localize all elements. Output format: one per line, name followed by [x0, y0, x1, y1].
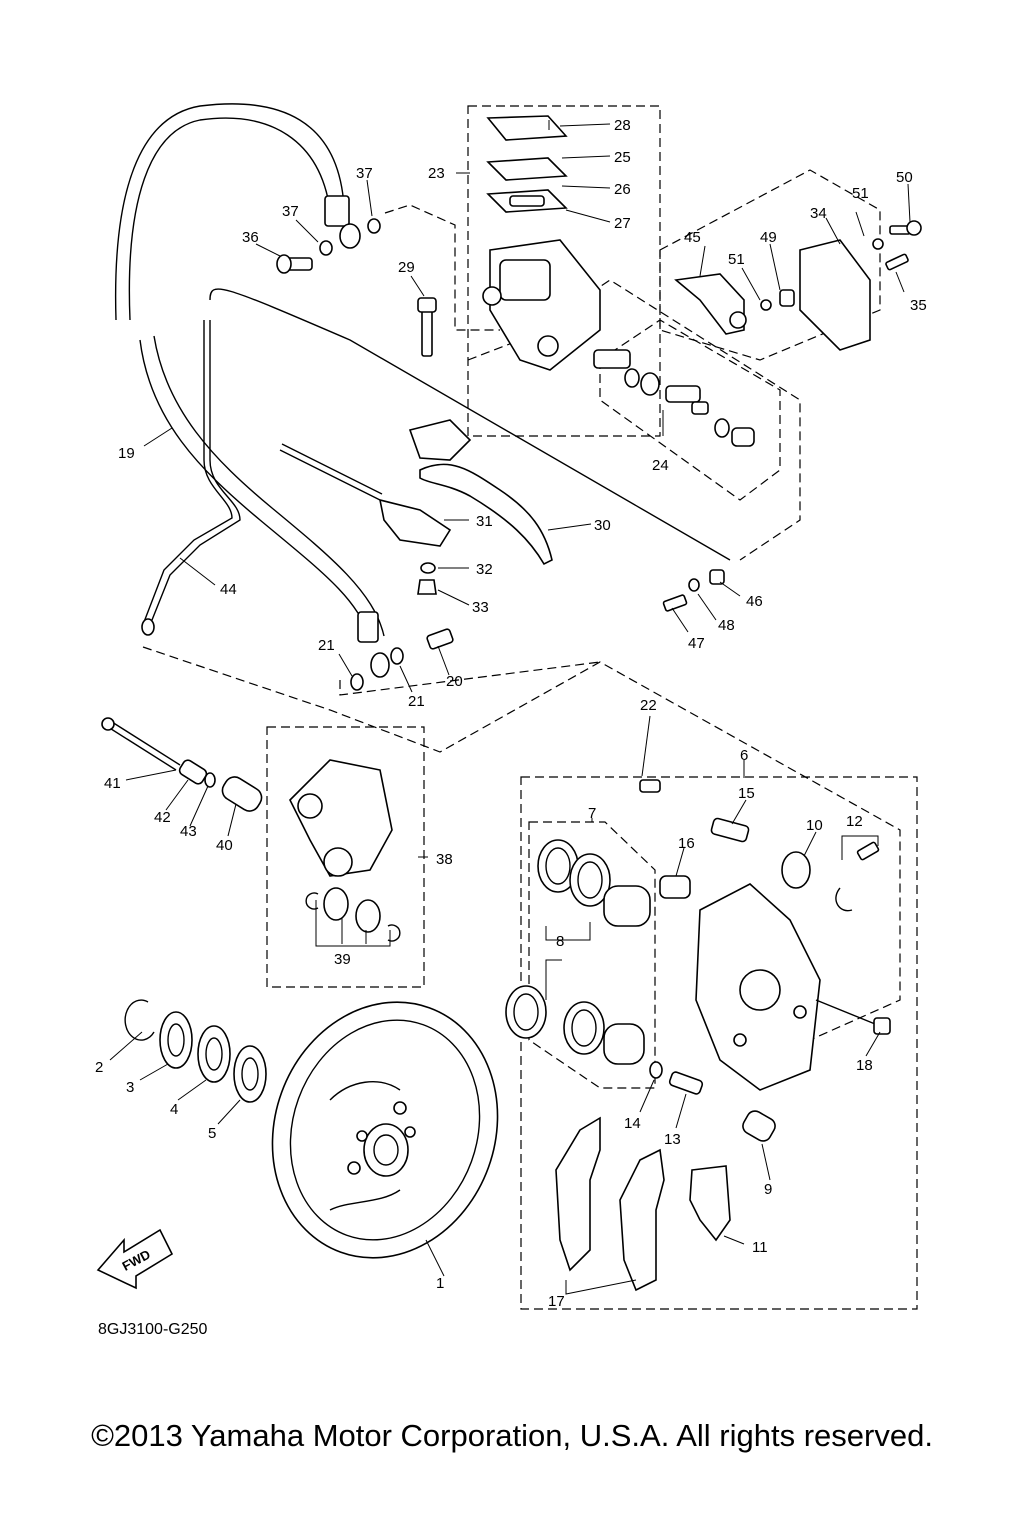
callout-39: 39	[334, 951, 351, 968]
callout-49: 49	[760, 229, 777, 246]
caliper-assembly	[505, 779, 891, 1142]
brake-pads	[555, 1116, 731, 1292]
bracket-assembly	[674, 220, 922, 351]
callout-10: 10	[806, 817, 823, 834]
callout-9: 9	[764, 1181, 772, 1198]
copyright-notice: ©2013 Yamaha Motor Corporation, U.S.A. A…	[91, 1418, 933, 1453]
callout-30: 30	[594, 517, 611, 534]
callout-29: 29	[398, 259, 415, 276]
callout-labels: 1 2 3 4 5 6 7 8 9 10 11 12 13 14 15 16 1…	[95, 117, 927, 1310]
callout-15: 15	[738, 785, 755, 802]
disc-spacers	[124, 999, 267, 1103]
fwd-arrow-icon: FWD	[96, 1228, 174, 1290]
callout-31: 31	[476, 513, 493, 530]
callout-36: 36	[242, 229, 259, 246]
callout-23: 23	[428, 165, 445, 182]
callout-44: 44	[220, 581, 237, 598]
callout-41: 41	[104, 775, 121, 792]
brake-disc	[271, 1001, 499, 1259]
callout-26: 26	[614, 181, 631, 198]
callout-51a: 51	[852, 185, 869, 202]
callout-48: 48	[718, 617, 735, 634]
callout-11: 11	[752, 1239, 768, 1256]
caliper-bracket-assembly	[101, 717, 401, 942]
callout-50: 50	[896, 169, 913, 186]
callout-16: 16	[678, 835, 695, 852]
callout-35: 35	[910, 297, 927, 314]
small-hardware	[350, 569, 725, 691]
callout-34: 34	[810, 205, 827, 222]
diagram-code: 8GJ3100-G250	[98, 1321, 208, 1338]
master-cylinder	[482, 115, 601, 371]
union-bolt-parts	[276, 218, 437, 357]
callout-8: 8	[556, 933, 564, 950]
callout-6: 6	[740, 747, 748, 764]
piston-kit	[593, 349, 755, 447]
callout-42: 42	[154, 809, 171, 826]
brake-line	[141, 288, 731, 636]
callout-5: 5	[208, 1125, 216, 1142]
callout-47: 47	[688, 635, 705, 652]
callout-33: 33	[472, 599, 489, 616]
callout-28: 28	[614, 117, 631, 134]
callout-21b: 21	[408, 693, 425, 710]
leader-lines	[109, 123, 911, 1295]
callout-18: 18	[856, 1057, 873, 1074]
callout-27: 27	[614, 215, 631, 232]
callout-2: 2	[95, 1059, 103, 1076]
callout-13: 13	[664, 1131, 681, 1148]
callout-45: 45	[684, 229, 701, 246]
callout-17: 17	[548, 1293, 565, 1310]
lever-assembly	[279, 419, 553, 595]
callout-43: 43	[180, 823, 197, 840]
callout-12: 12	[846, 813, 863, 830]
callout-40: 40	[216, 837, 233, 854]
callout-19: 19	[118, 445, 135, 462]
callout-20: 20	[446, 673, 463, 690]
callout-7: 7	[588, 805, 596, 822]
callout-24: 24	[652, 457, 669, 474]
brake-hose	[114, 103, 390, 678]
callout-46: 46	[746, 593, 763, 610]
callout-25: 25	[614, 149, 631, 166]
callout-21a: 21	[318, 637, 335, 654]
callout-1: 1	[436, 1275, 444, 1292]
callout-32: 32	[476, 561, 493, 578]
callout-3: 3	[126, 1079, 134, 1096]
callout-37b: 37	[282, 203, 299, 220]
callout-22: 22	[640, 697, 657, 714]
callout-4: 4	[170, 1101, 178, 1118]
callout-51b: 51	[728, 251, 745, 268]
callout-14: 14	[624, 1115, 641, 1132]
callout-38: 38	[436, 851, 453, 868]
callout-37a: 37	[356, 165, 373, 182]
